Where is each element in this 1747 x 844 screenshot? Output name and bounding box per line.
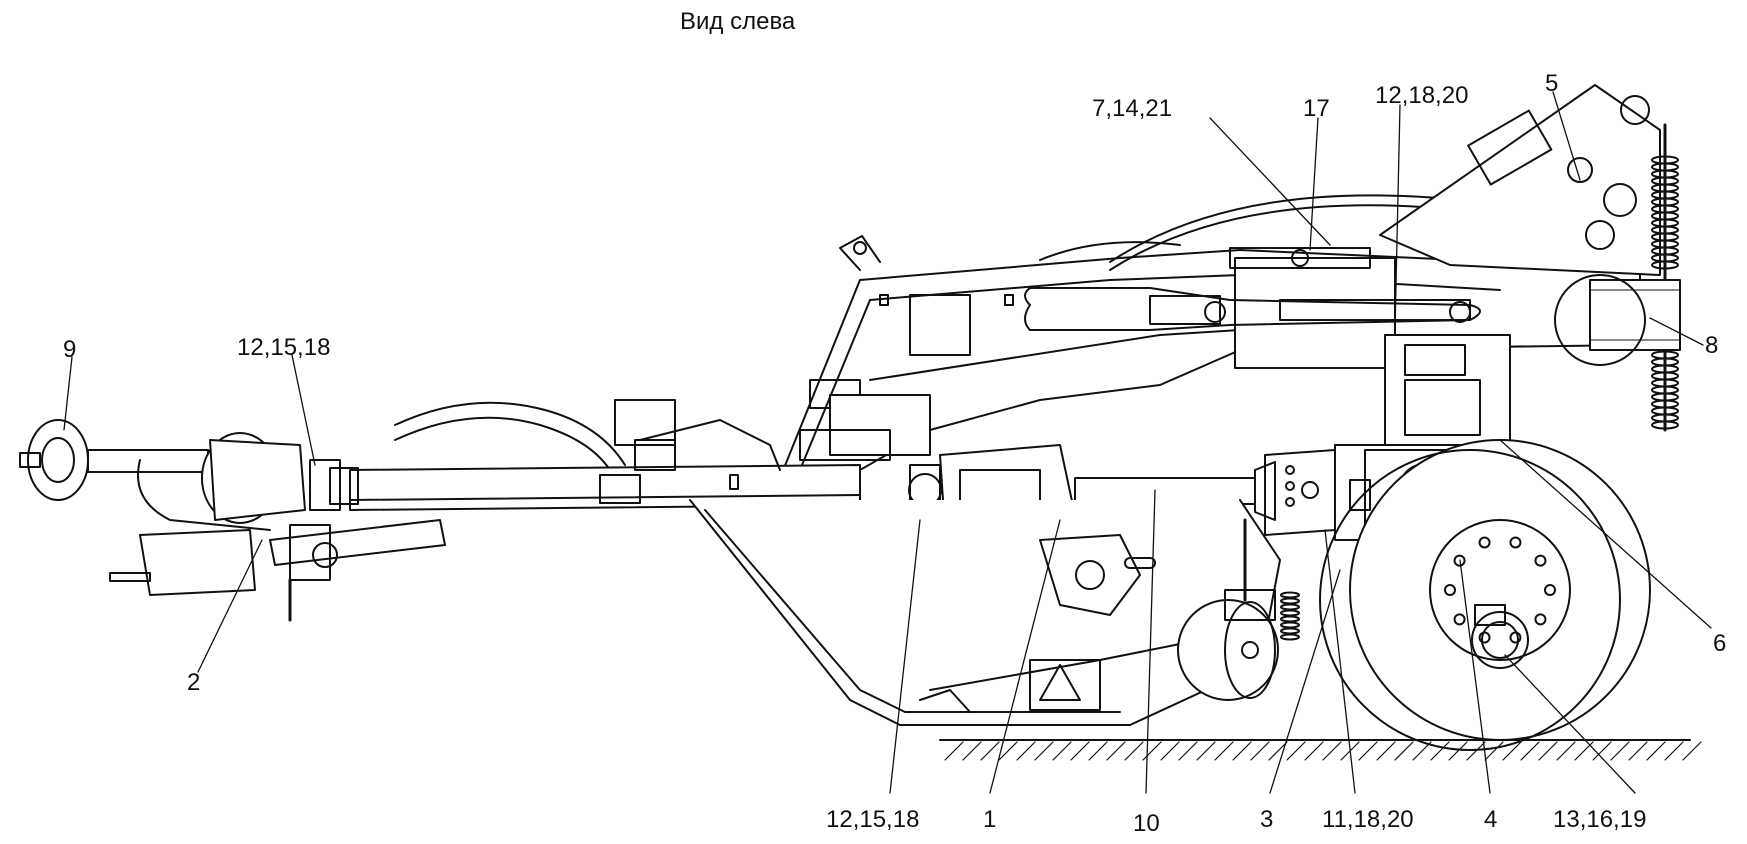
- disc-coulter: [1319, 439, 1651, 751]
- hub-plate: [1264, 449, 1336, 536]
- callout-label: 12,15,18: [826, 806, 920, 833]
- diagram-title: Вид слева: [680, 8, 796, 35]
- callout-label: 6: [1713, 630, 1727, 657]
- callout-label: 11,18,20: [1322, 806, 1414, 833]
- callout-label: 12,18,20: [1375, 82, 1469, 109]
- callout-label: 12,15,18: [237, 334, 331, 361]
- turnbuckle-link: [1024, 247, 1481, 369]
- callout-label: 13,16,19: [1553, 806, 1647, 833]
- callout-label: 5: [1545, 70, 1559, 97]
- callout-label: 4: [1484, 806, 1498, 833]
- callout-label: 3: [1260, 806, 1274, 833]
- pto-shaft: [19, 419, 359, 524]
- callout-label: 10: [1133, 810, 1160, 837]
- depth-roller: [1177, 518, 1300, 701]
- callout-label: 2: [187, 669, 201, 696]
- callout-label: 1: [983, 806, 997, 833]
- hitch-linkage: [109, 459, 446, 622]
- callout-label: 9: [63, 336, 77, 363]
- callout-label: 8: [1705, 332, 1719, 359]
- lower-skid: [689, 499, 1281, 726]
- leader-lines: [63, 91, 1712, 794]
- spring-assembly: [1379, 84, 1681, 432]
- callout-label: 7,14,21: [1092, 95, 1173, 122]
- adjust-bracket: [1039, 534, 1156, 616]
- callout-label: 17: [1303, 95, 1330, 122]
- drawbar: [349, 399, 861, 511]
- ground-line: [939, 739, 1702, 761]
